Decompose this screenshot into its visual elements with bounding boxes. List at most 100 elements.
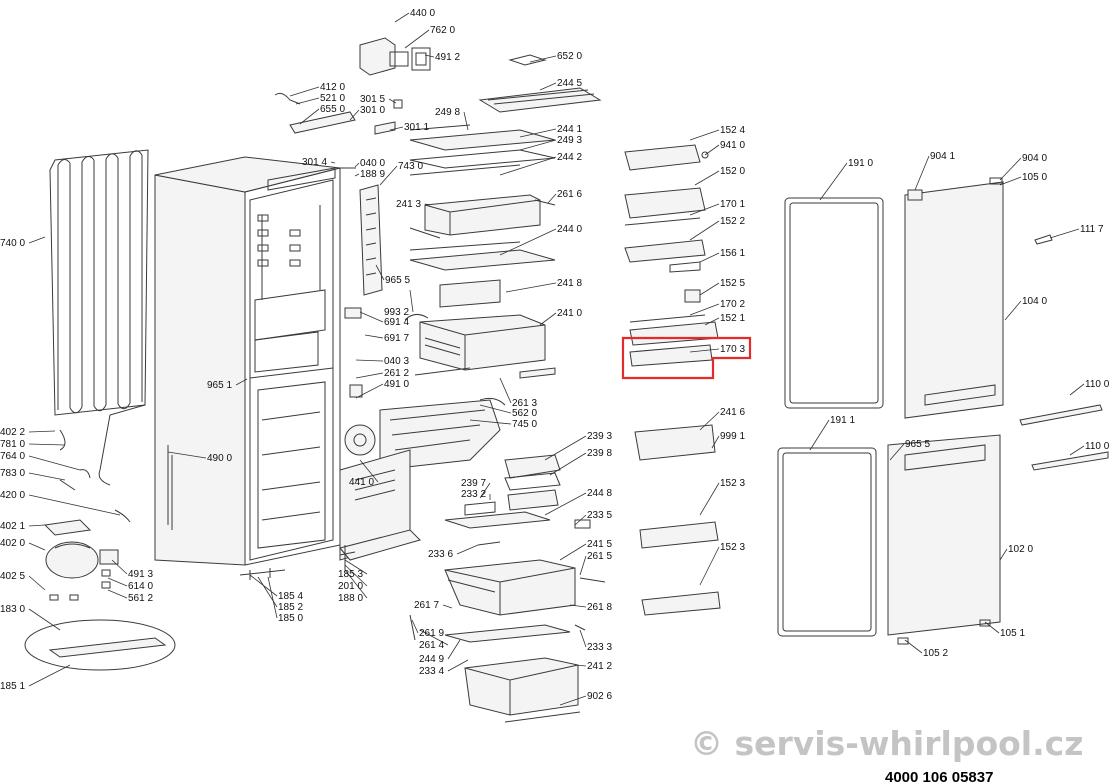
part-label-p6917: 691 7	[384, 333, 409, 344]
part-label-p2498: 249 8	[435, 107, 460, 118]
leader-line-p4410	[359, 459, 379, 483]
part-label-p1702: 170 2	[720, 299, 745, 310]
part-label-p4025: 402 5	[0, 571, 25, 582]
leader-line-p1702	[689, 303, 720, 316]
leader-line-p6520	[529, 55, 557, 63]
leader-line-p4021	[28, 524, 46, 527]
part-label-p7810: 781 0	[0, 439, 25, 450]
leader-line-p9026	[559, 695, 587, 706]
part-label-p2333: 233 3	[587, 642, 612, 653]
leader-line-p3014	[330, 161, 336, 164]
leader-line-p1522	[689, 220, 720, 241]
leader-line-p2617	[442, 604, 453, 609]
leader-line-p2613	[499, 377, 512, 404]
leader-line-p9991	[711, 435, 720, 449]
freezer-drawers	[409, 454, 606, 723]
part-label-p1100b: 110 0	[1085, 441, 1110, 452]
leader-line-p2615	[579, 555, 587, 576]
leader-line-p9041a	[914, 155, 930, 191]
part-label-p1050: 105 0	[1022, 172, 1047, 183]
leader-line-p1521	[704, 317, 720, 326]
leader-line-p7620	[404, 29, 430, 49]
part-label-p9991: 999 1	[720, 431, 745, 442]
part-label-p0403: 040 3	[384, 356, 409, 367]
leader-line-p1852	[257, 576, 278, 608]
leader-line-p2410	[539, 312, 557, 326]
leader-line-p3011	[389, 126, 404, 131]
part-label-p2619: 261 9	[419, 628, 444, 639]
part-label-p4410: 441 0	[349, 477, 374, 488]
part-label-p2440: 244 0	[557, 224, 582, 235]
leader-line-p2393	[544, 435, 587, 461]
leader-line-p6140	[107, 577, 128, 587]
leader-line-p1520	[694, 170, 720, 186]
part-label-p2613: 261 3	[512, 398, 537, 409]
leader-line-p9410	[704, 144, 720, 156]
leader-line-p2614	[419, 629, 449, 646]
leader-line-p1524	[689, 129, 720, 141]
part-label-p2615: 261 5	[587, 551, 612, 562]
leader-line-p1525	[699, 282, 720, 296]
part-label-p9655a: 965 5	[385, 275, 410, 286]
leader-line-p2442	[499, 156, 557, 176]
evaporator-assembly	[344, 384, 506, 471]
leader-line-p7450	[469, 419, 512, 425]
part-label-p2612a: 261 2	[384, 368, 409, 379]
part-label-p4900: 490 0	[207, 453, 232, 464]
part-label-p1525: 152 5	[720, 278, 745, 289]
leader-line-p1050	[999, 176, 1022, 186]
part-label-p2441: 244 1	[557, 124, 582, 135]
part-label-p1703: 170 3	[720, 344, 745, 355]
part-label-p1854: 185 4	[278, 591, 303, 602]
part-label-p2393: 239 3	[587, 431, 612, 442]
leader-line-p4912a	[424, 54, 435, 58]
part-label-p2335: 233 5	[587, 510, 612, 521]
door-bins	[624, 144, 721, 616]
leader-line-p9655b	[889, 443, 905, 461]
leader-line-p2416	[699, 411, 720, 431]
leader-line-p9932	[409, 289, 414, 313]
part-label-p1052: 105 2	[923, 648, 948, 659]
part-label-p1020: 102 0	[1008, 544, 1033, 555]
leader-line-p1850	[267, 576, 278, 619]
part-label-p9040: 904 0	[1022, 153, 1047, 164]
part-label-p2413: 241 3	[396, 199, 421, 210]
part-label-p3011: 301 1	[404, 122, 429, 133]
part-label-p7450: 745 0	[512, 419, 537, 430]
part-label-p4120: 412 0	[320, 82, 345, 93]
rack-pegs	[257, 214, 301, 267]
leader-line-p2335	[574, 514, 587, 526]
part-label-p4400: 440 0	[410, 8, 435, 19]
part-label-p2448: 244 8	[587, 488, 612, 499]
part-label-p5210: 521 0	[320, 93, 345, 104]
leader-line-p4200	[28, 494, 121, 516]
leader-line-p6550	[299, 108, 320, 125]
part-label-p2010: 201 0	[338, 581, 363, 592]
leader-line-p1851	[28, 664, 71, 687]
leader-line-p2448	[544, 492, 587, 516]
leader-line-p5612	[107, 589, 128, 599]
leader-line-p1701	[689, 203, 720, 216]
leader-line-p1910	[819, 162, 848, 201]
part-label-p2617: 261 7	[414, 600, 439, 611]
part-label-p6140: 614 0	[128, 581, 153, 592]
leader-line-p2413	[424, 203, 431, 206]
leader-line-p2415	[559, 543, 587, 561]
part-label-p6520: 652 0	[557, 51, 582, 62]
leader-line-p2449	[447, 639, 461, 660]
part-label-p9041a: 904 1	[930, 151, 955, 162]
leader-line-p2336	[456, 544, 479, 555]
leader-line-p2616	[547, 193, 557, 204]
leader-line-p4913	[111, 559, 128, 575]
part-label-p6914: 691 4	[384, 317, 409, 328]
part-label-p9932: 993 2	[384, 307, 409, 318]
leader-line-p9655a	[375, 264, 385, 281]
part-label-p1520: 152 0	[720, 166, 745, 177]
part-label-p7430: 743 0	[398, 161, 423, 172]
leader-line-p7640	[28, 455, 81, 471]
leader-line-p2397	[479, 482, 491, 499]
leader-line-p2398	[549, 452, 587, 476]
leader-line-p2333	[579, 629, 587, 648]
top-control-module	[359, 37, 431, 76]
part-label-p1701: 170 1	[720, 199, 745, 210]
